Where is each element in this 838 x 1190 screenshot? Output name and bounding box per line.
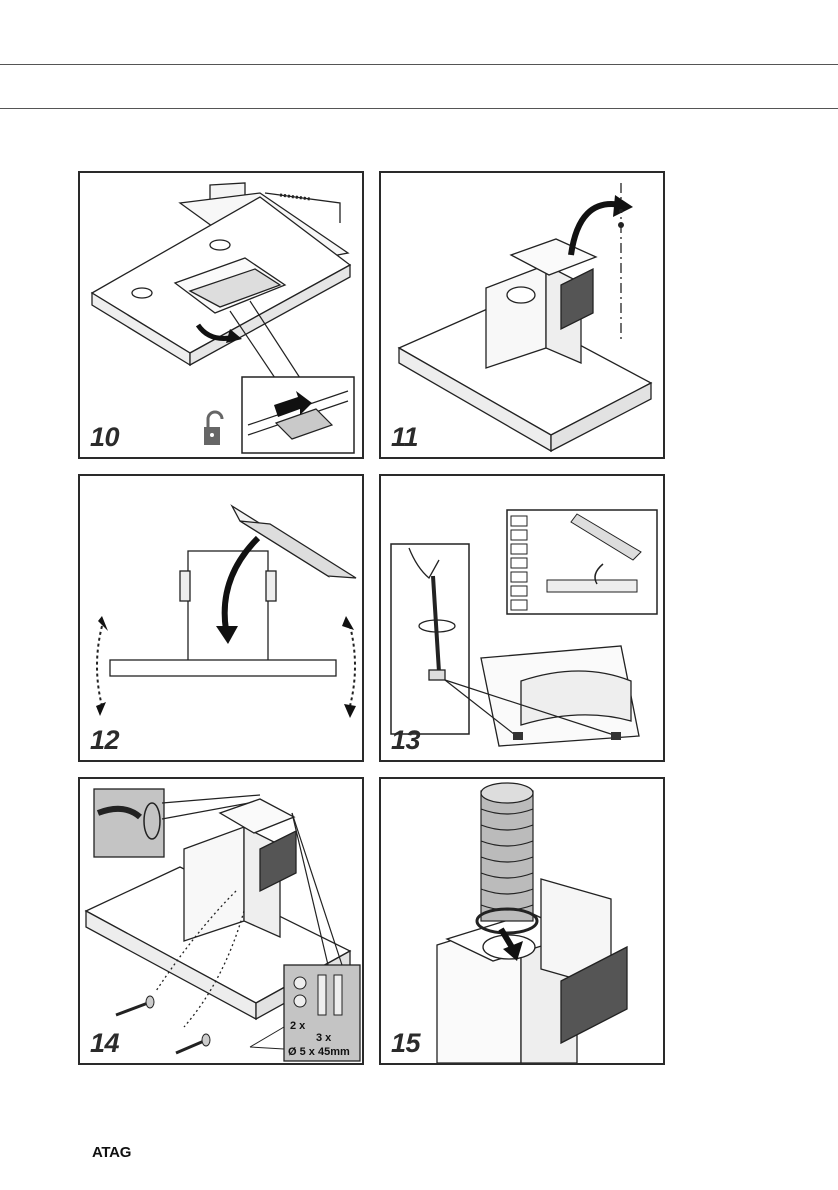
hood-leveling-illustration <box>80 476 362 760</box>
brand-logo: ATAG <box>92 1144 131 1161</box>
step-number: 10 <box>90 422 119 453</box>
header-rule-top <box>0 64 838 65</box>
step-number: 11 <box>391 422 418 453</box>
screw-size-label: Ø 5 x 45mm <box>288 1046 350 1058</box>
hood-screw-adjust-illustration <box>381 476 663 760</box>
hood-filter-removal-illustration <box>80 173 362 457</box>
step-number: 14 <box>90 1028 119 1059</box>
panel-step-15: 15 <box>379 777 665 1065</box>
step-number: 15 <box>391 1028 420 1059</box>
panel-step-14: 2 x 3 x Ø 5 x 45mm 14 <box>78 777 364 1065</box>
hood-fixing-screws-illustration: 2 x 3 x Ø 5 x 45mm <box>80 779 362 1063</box>
washer-count-label: 2 x <box>290 1020 306 1032</box>
panel-step-11: 11 <box>379 171 665 459</box>
header-rule-bottom <box>0 108 838 109</box>
step-number: 12 <box>90 725 119 756</box>
hood-wall-mount-illustration <box>381 173 663 457</box>
step-number: 13 <box>391 725 420 756</box>
panel-step-12: 12 <box>78 474 364 762</box>
panel-step-13: 13 <box>379 474 665 762</box>
panel-step-10: 10 <box>78 171 364 459</box>
hood-duct-connection-illustration <box>381 779 663 1063</box>
screw-count-label: 3 x <box>316 1032 332 1044</box>
